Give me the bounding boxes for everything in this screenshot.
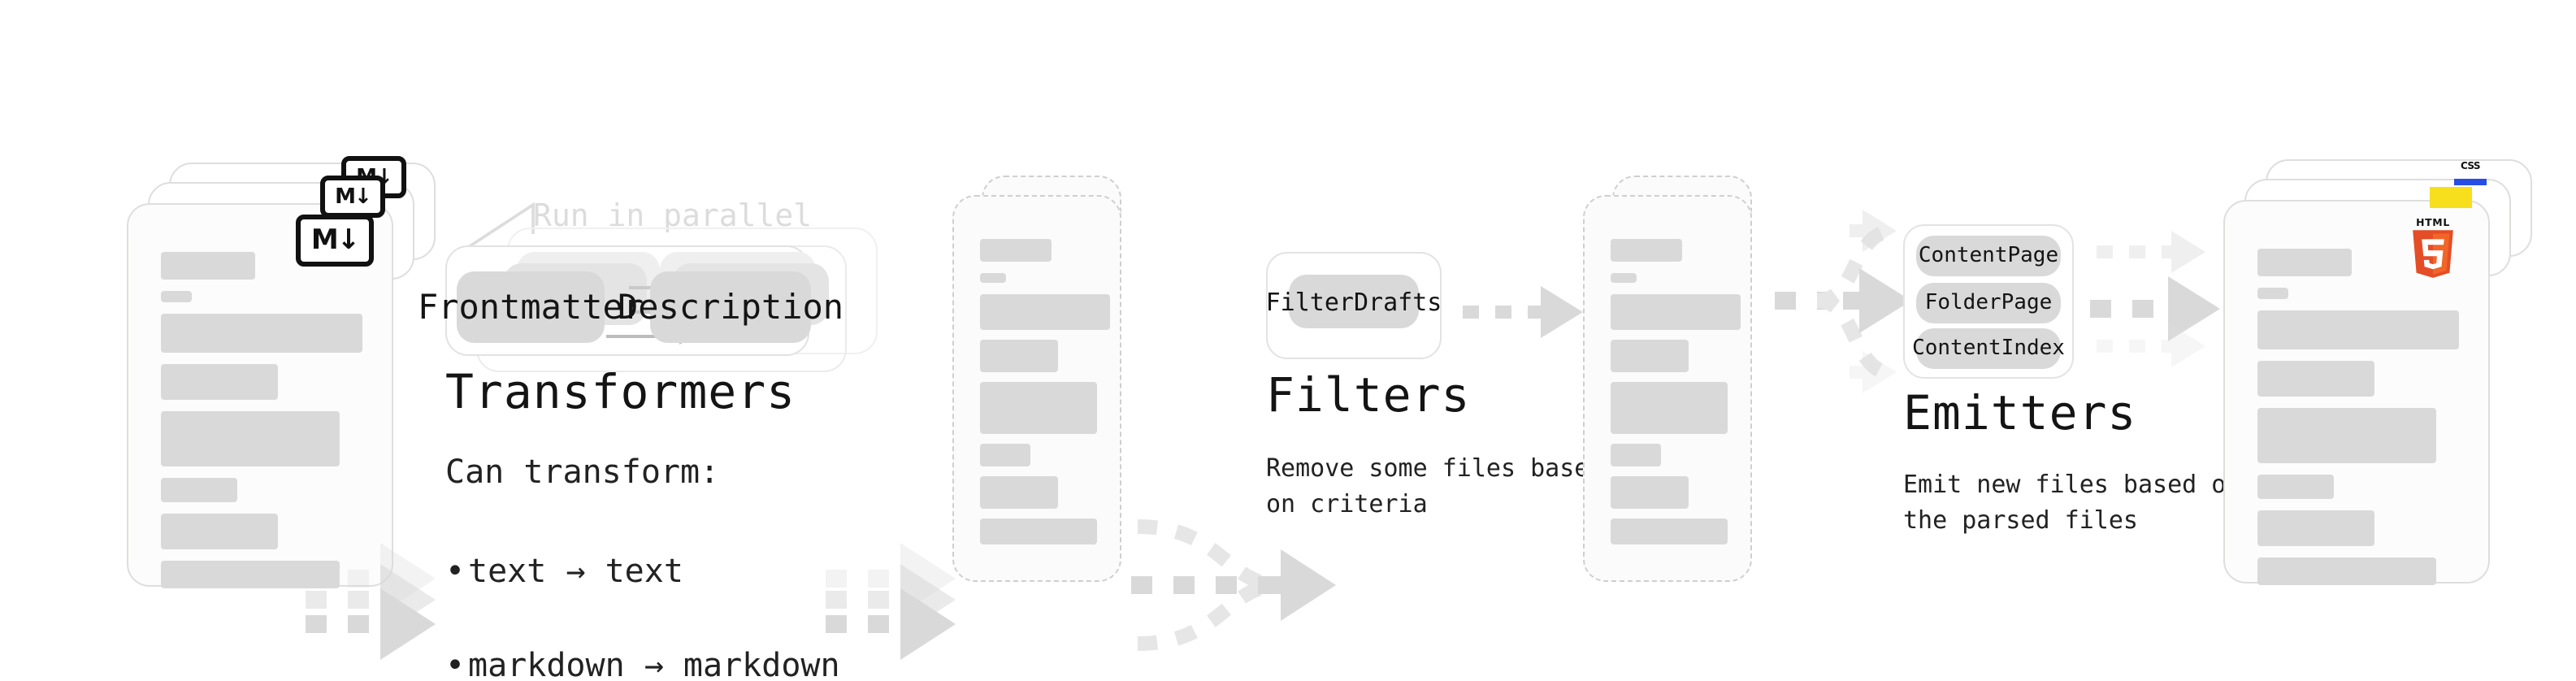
skeleton-bar bbox=[161, 561, 340, 588]
skeleton-bar bbox=[161, 314, 362, 353]
skeleton-bar bbox=[161, 411, 340, 466]
filters-subtitle: Remove some files based on criteria bbox=[1266, 453, 1604, 518]
skeleton-bar bbox=[161, 252, 255, 280]
skeleton-bar bbox=[1611, 340, 1689, 372]
skeleton-bar bbox=[980, 340, 1058, 372]
skeleton-bar bbox=[980, 294, 1110, 330]
arrow-into-contentpage bbox=[1850, 210, 1905, 252]
skeleton-bar bbox=[2257, 475, 2334, 499]
skeleton-bar bbox=[2257, 510, 2374, 546]
arrow-filters-to-filtered bbox=[1463, 276, 1589, 348]
modified-files-card-stack bbox=[952, 176, 1245, 582]
skeleton-bar bbox=[2257, 361, 2374, 397]
skeleton-bar bbox=[2257, 557, 2436, 585]
skeleton-bar bbox=[980, 476, 1058, 509]
arrow-modified-to-filters-fanin bbox=[1131, 519, 1281, 651]
filtered-card-front bbox=[1583, 195, 1752, 582]
skeleton-bar bbox=[980, 444, 1030, 466]
filtered-files-card-stack bbox=[1583, 176, 1876, 582]
transformer-chip-frontmatter[interactable]: Frontmatter bbox=[418, 271, 644, 343]
generated-site-card-stack: CSS HTML bbox=[2223, 159, 2532, 585]
skeleton-bar bbox=[980, 239, 1052, 262]
filter-chip-filterdrafts[interactable]: FilterDrafts bbox=[1266, 275, 1442, 328]
skeleton-bar bbox=[1611, 294, 1741, 330]
skeleton-bar bbox=[2257, 408, 2436, 463]
stage-title-transformers: Transformers bbox=[445, 364, 796, 419]
svg-text:HTML: HTML bbox=[2416, 216, 2450, 228]
skeleton-bar bbox=[1611, 444, 1661, 466]
skeleton-bar bbox=[1611, 518, 1728, 544]
transformer-chip-description[interactable]: Description bbox=[618, 271, 843, 343]
arrow-emitters-to-site-bottom bbox=[2097, 325, 2217, 367]
transformers-labels: Transformers Can transform: •text → text… bbox=[445, 364, 840, 681]
skeleton-bar bbox=[161, 291, 192, 302]
arrow-into-folderpage bbox=[1843, 265, 1915, 336]
transformers-bullet-list: •text → text •markdown → markdown •html … bbox=[445, 501, 840, 681]
arrow-emitters-to-site-mid bbox=[2090, 273, 2223, 345]
list-item: •markdown → markdown bbox=[445, 645, 840, 681]
modified-card-front bbox=[952, 195, 1121, 582]
markdown-icon: M↓ bbox=[320, 176, 385, 218]
skeleton-bar bbox=[1611, 382, 1728, 434]
skeleton-bar bbox=[1611, 239, 1682, 262]
html5-icon: HTML bbox=[2413, 216, 2453, 278]
skeleton-bar bbox=[161, 478, 237, 502]
emitter-chip-contentindex[interactable]: ContentIndex bbox=[1912, 328, 2065, 369]
emitters-subtitle: Emit new files based on the parsed files bbox=[1903, 470, 2240, 535]
list-item: •text → text bbox=[445, 551, 683, 590]
emitters-labels: Emitters Emit new files based on the par… bbox=[1903, 385, 2240, 539]
markdown-card-front bbox=[127, 203, 393, 588]
skeleton-bar bbox=[161, 364, 278, 400]
skeleton-bar bbox=[161, 514, 278, 549]
skeleton-bar bbox=[1611, 476, 1689, 509]
skeleton-bar bbox=[2257, 310, 2459, 349]
emitter-chip-folderpage[interactable]: FolderPage bbox=[1916, 283, 2061, 323]
skeleton-bar bbox=[980, 382, 1097, 434]
arrow-emitters-to-site-top bbox=[2097, 231, 2217, 273]
arrow-into-filters bbox=[1264, 549, 1336, 621]
emitter-chip-contentpage[interactable]: ContentPage bbox=[1916, 236, 2061, 276]
markdown-files-card-stack: M↓ M↓ M↓ bbox=[127, 156, 436, 588]
arrow-into-contentindex bbox=[1850, 351, 1905, 393]
skeleton-bar bbox=[2257, 288, 2288, 299]
site-card-front bbox=[2223, 200, 2490, 585]
markdown-icon: M↓ bbox=[296, 215, 374, 267]
js-icon bbox=[2430, 187, 2472, 208]
transformers-subtitle: Can transform: bbox=[445, 452, 720, 491]
stage-title-emitters: Emitters bbox=[1903, 385, 2137, 440]
skeleton-bar bbox=[1611, 273, 1637, 283]
skeleton-bar bbox=[2257, 249, 2352, 276]
css-icon: CSS bbox=[2454, 161, 2487, 185]
stage-title-filters: Filters bbox=[1266, 367, 1471, 423]
filters-labels: Filters Remove some files based on crite… bbox=[1266, 367, 1603, 523]
skeleton-bar bbox=[980, 273, 1006, 283]
skeleton-bar bbox=[980, 518, 1097, 544]
